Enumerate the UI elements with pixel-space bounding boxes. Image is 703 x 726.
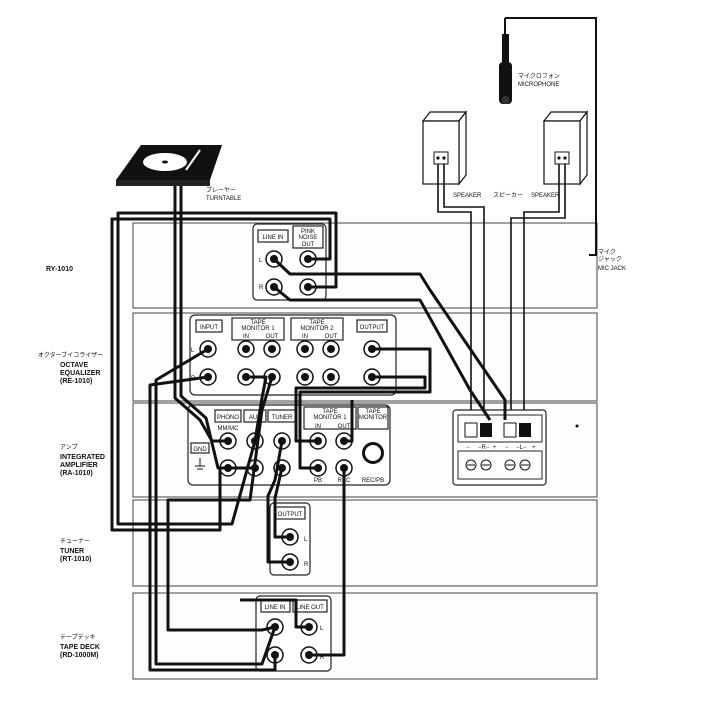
ground-icon [195, 458, 205, 470]
deck-line-out-tag [292, 599, 328, 613]
ry-l-label: L [259, 258, 263, 264]
amp-tuner-label: TUNER [272, 415, 293, 421]
term-minus-l: − [505, 445, 509, 451]
eq-l-label: L [191, 348, 195, 354]
eq-tm2-b: MONITOR 2 [300, 326, 334, 332]
unit-labels: RY-1010 オクターブイコライザー OCTAVE EQUALIZER (RE… [38, 266, 105, 659]
ry-1010-panel [132, 222, 598, 309]
eq-jp-label: オクターブイコライザー [38, 351, 103, 359]
ry-pink-label-3: OUT [302, 242, 315, 248]
speaker-right-icon [542, 110, 589, 186]
amp-tm1-tag [303, 406, 357, 430]
term-plus-r: + [493, 445, 497, 451]
ry-pink-label-1: PINK [301, 229, 315, 235]
deck-model: (RD-1000M) [60, 652, 99, 659]
speaker-left-icon [421, 110, 468, 186]
amp-name-2: AMPLIFIER [60, 462, 98, 469]
amp-model: (RA-1010) [60, 470, 93, 477]
deck-name: TAPE DECK [60, 644, 100, 651]
amp-pb-label: PB [314, 478, 322, 484]
amp-mm-mc-label: MM/MC [218, 426, 240, 432]
eq-output-label: OUTPUT [360, 325, 385, 331]
term-plus-l: + [532, 445, 536, 451]
amp-tm1-a: TAPE [322, 409, 337, 415]
eq-tm2-out: OUT [325, 334, 338, 340]
ry-r-label: R [259, 285, 264, 291]
tuner-l-label: L [304, 537, 308, 543]
microphone-icon [499, 18, 512, 104]
deck-l-label: L [320, 626, 324, 632]
eq-name-2: EQUALIZER [60, 370, 100, 377]
amp-phono-label: PHONO [217, 415, 239, 421]
tuner-r-label: R [304, 562, 309, 568]
speaker-terminals [457, 414, 543, 480]
term-r-group: −R− [478, 445, 490, 451]
ry-line-in-label: LINE IN [262, 235, 283, 241]
turntable-label: TURNTABLE [206, 196, 241, 202]
eq-tm1-out: OUT [266, 334, 279, 340]
amp-rec-pb-label: REC/PB [362, 478, 384, 484]
turntable-icon [116, 145, 222, 186]
term-l-group: −L− [516, 445, 527, 451]
eq-output-tag [356, 319, 388, 333]
ry-pink-label-2: NOISE [299, 235, 318, 241]
turntable-jp-label: プレーヤー [206, 187, 236, 194]
mic-jack-jp-1: マイク [598, 249, 616, 256]
amp-jp-label: アンプ [60, 444, 78, 451]
tuner-model: (RT-1010) [60, 556, 92, 563]
eq-tm1-b: MONITOR 1 [241, 326, 275, 332]
eq-tm1-in: IN [243, 334, 249, 340]
term-minus-r: − [466, 445, 470, 451]
mic-cable [505, 17, 597, 256]
eq-model: (RE-1010) [60, 378, 92, 385]
eq-tm2-in: IN [302, 334, 308, 340]
amp-tm2-b: MONITOR [359, 415, 388, 421]
amp-tm1-b: MONITOR 1 [313, 415, 347, 421]
eq-tm1-a: TAPE [250, 320, 265, 326]
tuner-output-label: OUTPUT [278, 512, 303, 518]
eq-tm2-tag [290, 317, 344, 341]
amp-aux-label: AUX [249, 415, 261, 421]
ry-pink-noise-tag [292, 225, 324, 249]
ry-line-in-tag [257, 229, 289, 243]
speaker-jp-label: スピーカー [493, 192, 523, 199]
deck-jp-label: テープデッキ [60, 633, 96, 641]
panel-mark [575, 424, 579, 428]
tuner-panel [132, 499, 598, 587]
deck-line-in-label: LINE IN [264, 605, 285, 611]
eq-name-1: OCTAVE [60, 362, 88, 369]
eq-input-tag [195, 319, 223, 333]
tape-deck-panel [132, 592, 598, 680]
eq-tm2-a: TAPE [309, 320, 324, 326]
amp-gnd-label: GND [193, 447, 207, 453]
mic-jack-label: MIC JACK [598, 266, 626, 272]
speaker-wires [437, 164, 566, 420]
amp-tm1-out: OUT [338, 424, 351, 430]
amp-gnd-tag [190, 442, 210, 454]
eq-input-label: INPUT [200, 325, 218, 331]
eq-tm1-tag [231, 317, 285, 341]
amp-tm1-in: IN [315, 424, 321, 430]
deck-r-label: R [320, 655, 325, 661]
amp-name-1: INTEGRATED [60, 454, 105, 461]
speaker-left-label: SPEAKER [453, 193, 482, 199]
tuner-name: TUNER [60, 548, 84, 555]
deck-line-out-label: LINE OUT [296, 605, 324, 611]
microphone-label: MICROPHONE [518, 82, 559, 88]
tuner-jp-label: チューナー [60, 538, 90, 545]
amp-tm2-a: TAPE [365, 409, 380, 415]
ry-model-label: RY-1010 [46, 266, 73, 273]
amp-phono-tag [214, 409, 242, 423]
microphone-jp-label: マイクロフォン [518, 73, 560, 80]
cables [110, 186, 507, 672]
amp-tm2-tag [357, 406, 389, 430]
mic-jack-jp-2: ジャック [598, 256, 622, 263]
speaker-right-label: SPEAKER [531, 193, 560, 199]
